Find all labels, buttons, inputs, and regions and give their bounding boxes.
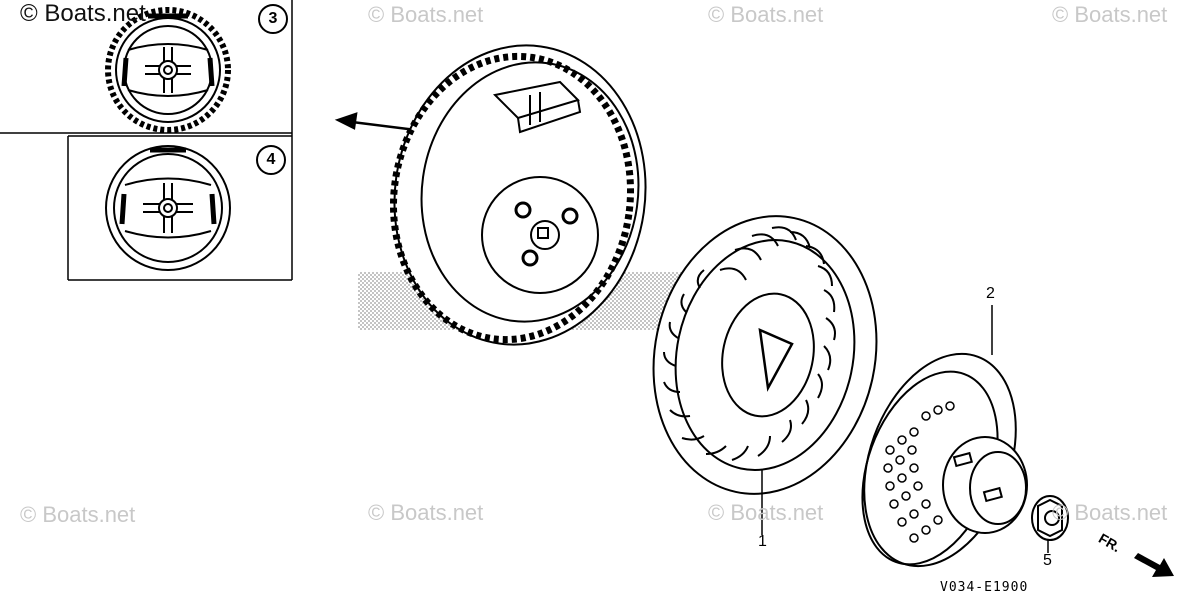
variant-4-flywheel xyxy=(105,145,231,271)
watermark-top-left: © Boats.net xyxy=(20,0,146,27)
watermark: © Boats.net xyxy=(368,2,484,27)
arrow-right-down-icon xyxy=(1134,553,1174,577)
variant-inset-frame xyxy=(0,0,293,281)
watermark: © Boats.net xyxy=(1052,500,1168,525)
flywheel xyxy=(389,44,647,346)
diagram-code: V034-E1900 xyxy=(940,580,1029,595)
watermark: © Boats.net xyxy=(708,2,824,27)
callout-part-5: 5 xyxy=(1043,552,1052,569)
cooling-fan xyxy=(652,215,878,535)
callout-part-1: 1 xyxy=(758,533,767,550)
callout-variant-3: 3 xyxy=(258,4,288,34)
starter-pulley xyxy=(861,305,1028,568)
watermark: © Boats.net xyxy=(368,500,484,525)
callout-variant-4: 4 xyxy=(256,145,286,175)
watermark: © Boats.net xyxy=(20,502,136,527)
watermark: © Boats.net xyxy=(708,500,824,525)
watermark: © Boats.net xyxy=(1052,2,1168,27)
callout-part-2: 2 xyxy=(986,285,995,302)
flange-nut xyxy=(1031,495,1069,553)
variant-3-flywheel xyxy=(105,7,231,133)
